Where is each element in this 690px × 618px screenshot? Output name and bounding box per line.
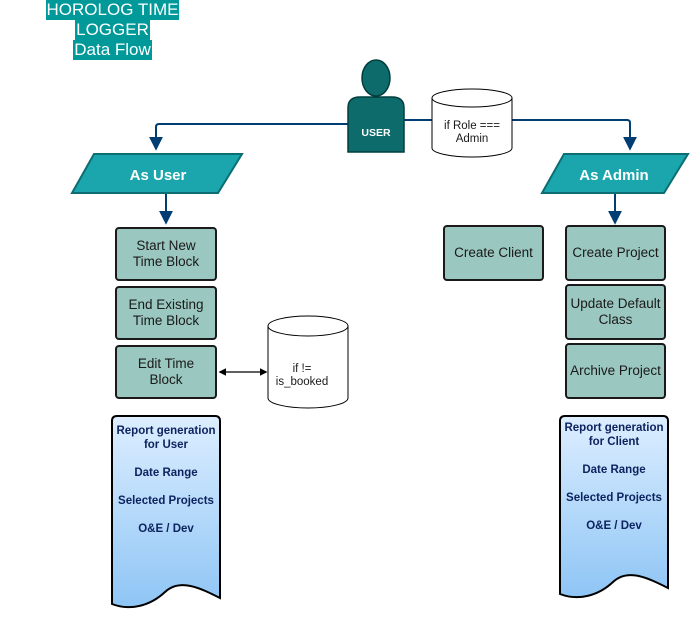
admin-condition-cylinder	[431, 88, 513, 158]
person-icon	[347, 59, 405, 153]
booked-condition-text: if !=is_booked	[276, 363, 328, 388]
user-report-line-4: Selected Projects	[118, 495, 214, 507]
diagram-title: HOROLOG TIME LOGGER Data Flow	[0, 0, 225, 60]
booked-condition-line-1: if !=	[293, 363, 312, 375]
edge-user-to-as-user	[149, 123, 350, 151]
user-report-line-2: for User	[144, 439, 189, 451]
create-project-label: Create Project	[572, 245, 659, 260]
user-report-line-3: Date Range	[134, 467, 197, 479]
admin-report-document	[559, 415, 669, 599]
start-new-time-block-label: Start New Time Block	[132, 238, 200, 269]
admin-report-line-4: Selected Projects	[566, 492, 662, 504]
admin-condition-text: if Role ===Admin	[444, 120, 500, 145]
update-default-class-box[interactable]: Update Default Class	[565, 284, 666, 340]
archive-project-label: Archive Project	[570, 363, 661, 378]
title-line-3: Data Flow	[73, 40, 152, 60]
as-admin-label: As Admin	[579, 167, 648, 184]
archive-project-box[interactable]: Archive Project	[565, 343, 666, 399]
create-project-box[interactable]: Create Project	[565, 225, 666, 281]
admin-report-line-3: Date Range	[582, 464, 645, 476]
edge-user-to-as-admin	[402, 119, 637, 151]
user-report-line-1: Report generation	[116, 425, 215, 437]
end-existing-time-block-label: End Existing Time Block	[128, 297, 204, 328]
title-line-1: HOROLOG TIME	[45, 0, 180, 20]
admin-report-line-5: O&E / Dev	[586, 520, 642, 532]
as-admin-parallelogram	[540, 153, 690, 194]
edit-time-block-label: Edit Time Block	[137, 356, 195, 387]
start-new-time-block-box[interactable]: Start New Time Block	[115, 227, 217, 281]
admin-condition-line-2: Admin	[456, 133, 489, 145]
as-user-label: As User	[130, 167, 187, 184]
user-report-line-5: O&E / Dev	[138, 523, 194, 535]
create-client-label: Create Client	[454, 245, 533, 260]
title-line-2: LOGGER	[75, 20, 150, 40]
end-existing-time-block-box[interactable]: End Existing Time Block	[115, 286, 217, 340]
create-client-box[interactable]: Create Client	[443, 225, 544, 281]
user-report-document	[111, 415, 221, 609]
admin-condition-line-1: if Role ===	[444, 120, 500, 132]
admin-report-line-2: for Client	[589, 436, 640, 448]
as-user-parallelogram	[70, 153, 244, 194]
edit-time-block-box[interactable]: Edit Time Block	[115, 345, 217, 399]
booked-condition-cylinder	[267, 315, 349, 409]
booked-condition-line-2: is_booked	[276, 376, 328, 388]
actor-label: USER	[361, 127, 391, 139]
admin-report-line-1: Report generation	[564, 422, 663, 434]
update-default-class-label: Update Default Class	[570, 296, 661, 327]
